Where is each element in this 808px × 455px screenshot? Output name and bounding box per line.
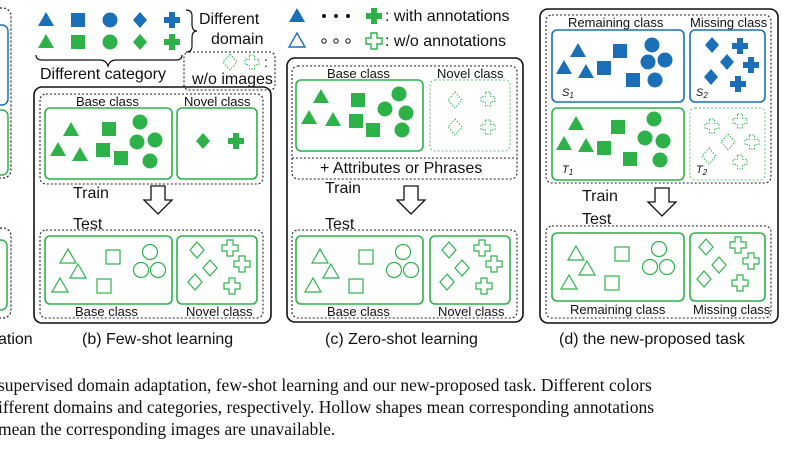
panel-d-t1-label: T1 — [562, 164, 573, 177]
panel-d-train: Train — [582, 188, 618, 205]
panel-b-novel-shapes — [196, 133, 244, 149]
panel-b-base-shapes — [50, 114, 163, 169]
panel-d-source-missing-shapes — [704, 37, 759, 92]
panel-b-test-novel-shapes — [187, 239, 251, 295]
panel-b-test-base-shapes — [51, 243, 167, 294]
panel-d: Remaining class Missing class S1 S2 T1 — [539, 8, 779, 324]
panel-c-base-class: Base class — [327, 66, 390, 81]
panel-d-arrow-icon — [646, 187, 678, 217]
legend-different-domain-line1: Different — [199, 11, 260, 28]
panel-c-caption: (c) Zero-shot learning — [325, 331, 478, 348]
panel-b: Base class Novel class Train Test Base c… — [33, 86, 272, 324]
panel-c: Base class Novel class + Attributes or P… — [286, 57, 524, 323]
panel-d-missing-class-test: Missing class — [693, 302, 771, 317]
filled-triangle-icon — [289, 8, 305, 22]
panel-c-test-novel-shapes — [439, 239, 503, 295]
caption-line-3: mean the corresponding images are unavai… — [0, 419, 336, 439]
filled-dots-icon — [322, 14, 350, 18]
panel-d-test-remaining-shapes — [560, 240, 676, 291]
panel-d-missing-class: Missing class — [690, 15, 768, 30]
legend-wo-annotations: : w/o annotations — [385, 33, 506, 50]
filled-plus-icon — [366, 8, 382, 24]
panel-c-base-class-test: Base class — [327, 304, 390, 319]
dashed-shape-icons — [222, 53, 260, 71]
caption-line-1: supervised domain adaptation, few-shot l… — [0, 375, 652, 395]
panel-d-test: Test — [582, 211, 612, 228]
figure-caption: supervised domain adaptation, few-shot l… — [0, 374, 808, 440]
legend-with-annotations: : with annotations — [385, 8, 510, 25]
hollow-plus-icon — [365, 32, 383, 50]
legend-wo-images: w/o images — [191, 71, 273, 88]
panel-c-base-shapes — [301, 86, 414, 138]
figure-canvas: ation Different category Different domai… — [0, 7, 779, 348]
panel-b-train: Train — [73, 185, 109, 202]
panel-d-remaining-class-test: Remaining class — [570, 302, 666, 317]
caption-line-2: ifferent domains and categories, respect… — [0, 397, 655, 417]
panel-d-caption: (d) the new-proposed task — [559, 331, 746, 348]
panel-c-attributes: + Attributes or Phrases — [320, 160, 482, 177]
panel-b-test: Test — [73, 216, 103, 233]
panel-d-s2-label: S2 — [696, 87, 708, 100]
panel-a-partial — [0, 7, 12, 319]
panel-d-target-missing-dashed-shapes — [701, 113, 760, 170]
panel-c-test-base-shapes — [304, 243, 420, 294]
legend-green-shapes — [38, 34, 180, 50]
legend-blue-shapes — [38, 12, 180, 28]
panel-b-caption: (b) Few-shot learning — [82, 331, 233, 348]
hollow-dots-icon — [321, 38, 351, 44]
category-brace — [35, 54, 183, 68]
domain-brace — [185, 9, 198, 53]
panel-c-arrow-icon — [395, 185, 427, 215]
panel-b-arrow-icon — [142, 185, 174, 215]
panel-c-test: Test — [325, 216, 355, 233]
panel-d-test-missing-shapes — [696, 236, 760, 292]
panel-d-s1-label: S1 — [562, 87, 574, 100]
hollow-triangle-icon — [288, 32, 306, 48]
panel-a-caption-tail: ation — [0, 331, 33, 348]
panel-b-base-class: Base class — [76, 94, 139, 109]
panel-c-train: Train — [325, 180, 361, 197]
panel-d-target-remaining-shapes — [556, 111, 671, 168]
panel-c-novel-dashed-shapes — [447, 91, 496, 136]
legend-different-category: Different category — [40, 66, 166, 83]
panel-d-t2-label: T2 — [696, 164, 708, 177]
wo-images-box — [183, 51, 276, 91]
panel-c-novel-class-test: Novel class — [438, 304, 505, 319]
legend-different-domain-line2: domain — [211, 31, 263, 48]
panel-b-novel-class: Novel class — [184, 94, 251, 109]
svg-text::: : — [264, 54, 268, 70]
panel-d-remaining-class: Remaining class — [568, 15, 664, 30]
panel-d-source-remaining-shapes — [556, 37, 673, 88]
panel-c-novel-class: Novel class — [437, 66, 504, 81]
panel-b-novel-class-test: Novel class — [186, 304, 253, 319]
panel-b-base-class-test: Base class — [75, 304, 138, 319]
legend: Different category Different domain : w/… — [35, 8, 510, 91]
